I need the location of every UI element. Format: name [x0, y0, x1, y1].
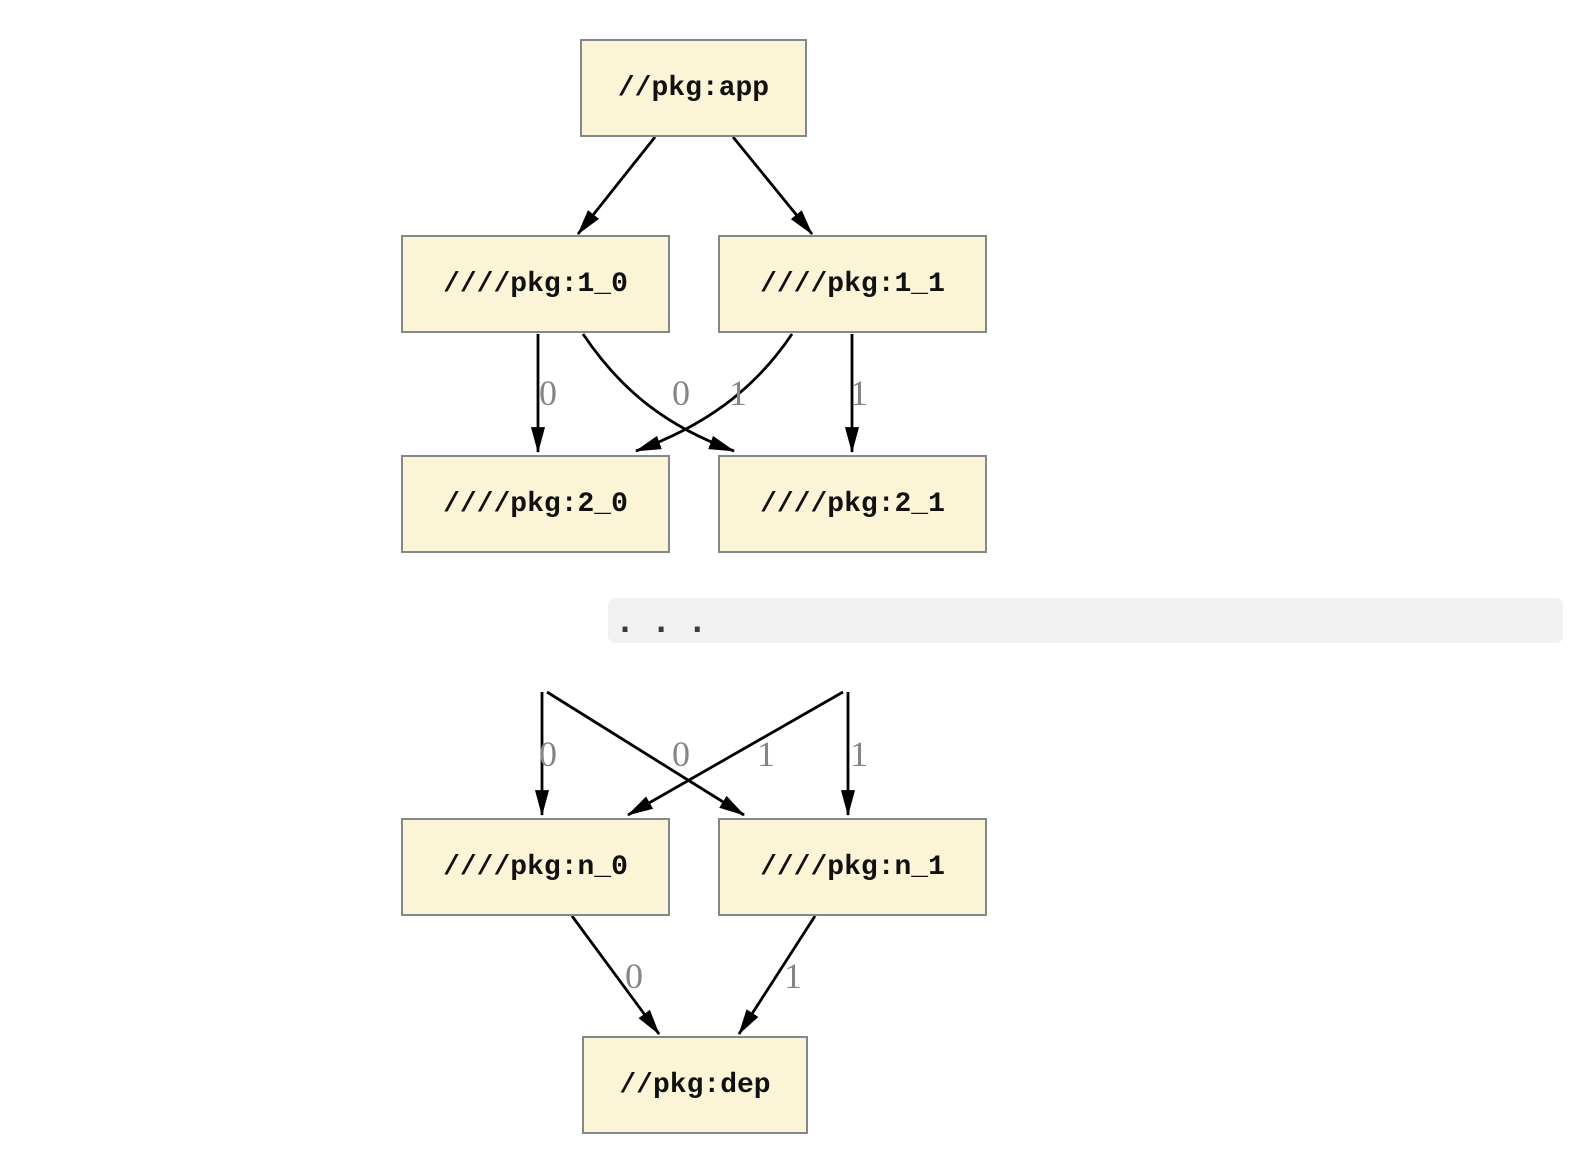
edge-label-1-1-to-2-0: 0	[672, 373, 690, 413]
edge-dots-to-n-0-cross	[627, 690, 844, 817]
edge-label-1-0-to-2-0: 0	[539, 373, 557, 413]
node-pkg-1-1: ////pkg:1_1	[718, 235, 987, 333]
edge-label-to-n-1-cross: 1	[757, 734, 775, 774]
edge-n-1-to-dep	[737, 915, 817, 1035]
edge-n-0-to-dep	[570, 915, 661, 1035]
edge-label-1-0-to-2-1: 1	[729, 373, 747, 413]
node-pkg-app: //pkg:app	[580, 39, 807, 137]
edge-1-1-to-2-0	[634, 333, 794, 453]
edge-app-to-1-0	[576, 136, 657, 235]
node-pkg-dep: //pkg:dep	[582, 1036, 808, 1134]
edge-app-to-1-1	[731, 136, 814, 235]
node-pkg-2-0: ////pkg:2_0	[401, 455, 670, 553]
edge-label-to-n-0-cross: 0	[672, 734, 690, 774]
truncation-ellipsis-bar: . . .	[608, 598, 1563, 643]
node-pkg-2-1-label: ////pkg:2_1	[760, 488, 945, 520]
edge-label-1-1-to-2-1: 1	[850, 373, 868, 413]
node-pkg-n-0-label: ////pkg:n_0	[443, 851, 628, 883]
node-pkg-dep-label: //pkg:dep	[619, 1069, 771, 1101]
node-pkg-1-1-label: ////pkg:1_1	[760, 268, 945, 300]
node-pkg-app-label: //pkg:app	[617, 72, 770, 104]
node-pkg-1-0-label: ////pkg:1_0	[443, 268, 628, 300]
node-pkg-2-1: ////pkg:2_1	[718, 455, 987, 553]
edge-1-0-to-2-1	[581, 333, 736, 453]
edge-label-n-0-to-dep: 0	[625, 956, 643, 996]
edge-label-to-n-0-straight: 0	[539, 734, 557, 774]
node-pkg-1-0: ////pkg:1_0	[401, 235, 670, 333]
edge-label-to-n-1-straight: 1	[850, 734, 868, 774]
edge-dots-to-n-1-cross	[546, 690, 745, 817]
node-pkg-2-0-label: ////pkg:2_0	[443, 488, 628, 520]
node-pkg-n-1: ////pkg:n_1	[718, 818, 987, 916]
node-pkg-n-0: ////pkg:n_0	[401, 818, 670, 916]
truncation-ellipsis-text: . . .	[616, 605, 707, 640]
node-pkg-n-1-label: ////pkg:n_1	[760, 851, 945, 883]
edge-label-n-1-to-dep: 1	[784, 956, 802, 996]
